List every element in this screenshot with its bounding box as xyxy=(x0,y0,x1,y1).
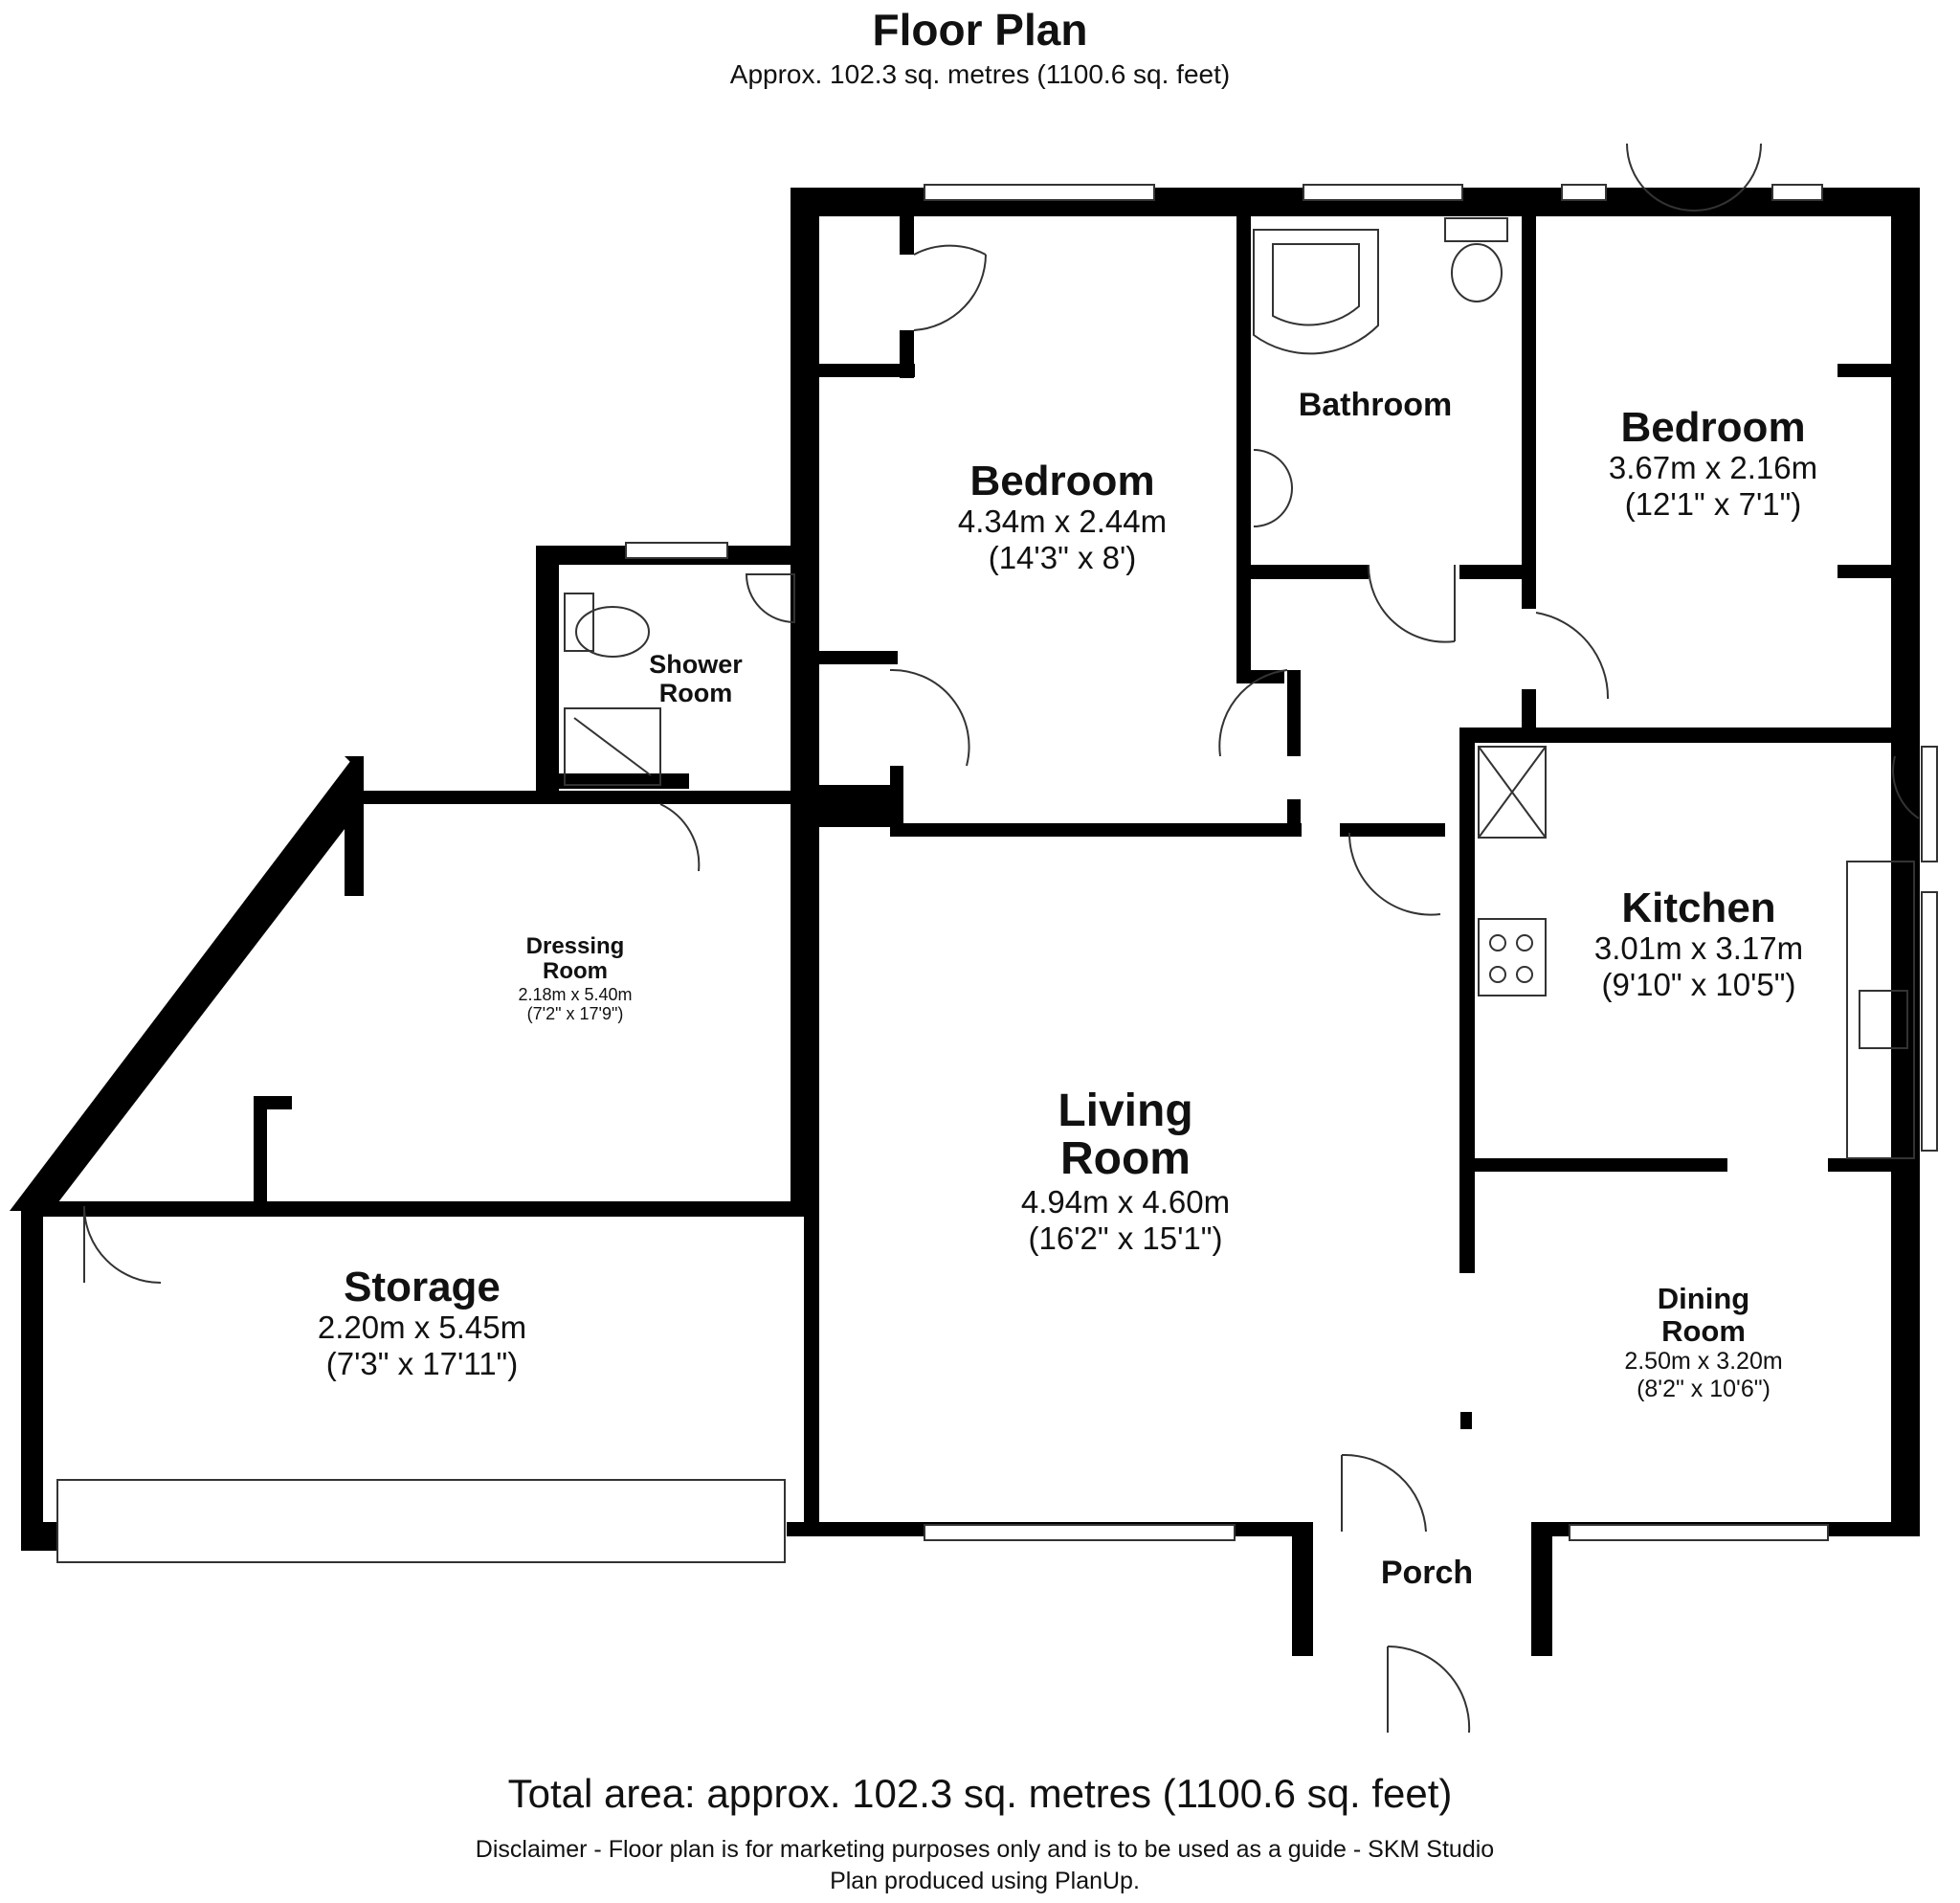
room-name: Bedroom xyxy=(1620,404,1806,451)
windows xyxy=(56,184,1938,1563)
room-name: Bedroom xyxy=(969,458,1155,504)
room-name: Kitchen xyxy=(1621,884,1776,931)
room-dimensions-imperial: (7'2" x 17'9") xyxy=(526,1004,624,1024)
room-label-bathroom: Bathroom xyxy=(1298,387,1453,423)
room-label-storage: Storage 2.20m x 5.45m (7'3" x 17'11") xyxy=(318,1265,526,1382)
room-dimensions-metric: 4.34m x 2.44m xyxy=(957,504,1168,540)
room-dimensions-imperial: (9'10" x 10'5") xyxy=(1601,967,1796,1003)
room-dimensions-metric: 2.20m x 5.45m xyxy=(317,1310,527,1346)
room-name-line-1: Dining xyxy=(1657,1282,1750,1315)
room-dimensions-metric: 4.94m x 4.60m xyxy=(1020,1183,1231,1220)
total-area: Total area: approx. 102.3 sq. metres (11… xyxy=(507,1771,1453,1816)
room-dimensions-imperial: (16'2" x 15'1") xyxy=(1028,1220,1223,1256)
room-label-dining-room: Dining Room 2.50m x 3.20m (8'2" x 10'6") xyxy=(1624,1282,1783,1403)
room-name-line-2: Room xyxy=(658,678,733,707)
room-dimensions-metric: 2.50m x 3.20m xyxy=(1624,1348,1783,1376)
disclaimer: Disclaimer - Floor plan is for marketing… xyxy=(476,1834,1494,1896)
fixtures xyxy=(564,217,1915,1159)
room-dimensions-metric: 3.67m x 2.16m xyxy=(1608,450,1818,486)
doors xyxy=(83,143,1920,1734)
room-name-line-1: Dressing xyxy=(525,933,625,959)
room-label-porch: Porch xyxy=(1380,1555,1474,1591)
room-dimensions-imperial: (14'3" x 8') xyxy=(988,540,1137,576)
room-label-living-room: Living Room 4.94m x 4.60m (16'2" x 15'1"… xyxy=(1020,1086,1231,1257)
room-label-shower-room: Shower Room xyxy=(649,650,743,707)
room-name-line-2: Room xyxy=(1661,1314,1746,1349)
room-label-bedroom-2: Bedroom 3.67m x 2.16m (12'1" x 7'1") xyxy=(1608,404,1818,523)
room-label-bedroom-1: Bedroom 4.34m x 2.44m (14'3" x 8') xyxy=(958,459,1167,576)
room-dimensions-metric: 2.18m x 5.40m xyxy=(518,984,633,1004)
room-name-line-1: Shower xyxy=(649,650,743,679)
disclaimer-line-1: Disclaimer - Floor plan is for marketing… xyxy=(475,1836,1495,1863)
room-dimensions-imperial: (7'3" x 17'11") xyxy=(325,1346,519,1382)
room-label-dressing-room: Dressing Room 2.18m x 5.40m (7'2" x 17'9… xyxy=(518,933,633,1024)
room-dimensions-imperial: (8'2" x 10'6") xyxy=(1637,1375,1771,1402)
disclaimer-line-2: Plan produced using PlanUp. xyxy=(830,1867,1140,1894)
room-name-line-2: Room xyxy=(1060,1133,1191,1185)
room-dimensions-metric: 3.01m x 3.17m xyxy=(1593,930,1804,967)
room-name-line-1: Living xyxy=(1058,1086,1193,1136)
room-label-kitchen: Kitchen 3.01m x 3.17m (9'10" x 10'5") xyxy=(1593,884,1804,1003)
room-name: Storage xyxy=(344,1264,501,1310)
room-name-line-2: Room xyxy=(543,958,608,985)
page-subtitle: Approx. 102.3 sq. metres (1100.6 sq. fee… xyxy=(729,59,1231,89)
page-title: Floor Plan xyxy=(872,5,1088,55)
room-dimensions-imperial: (12'1" x 7'1") xyxy=(1624,486,1802,523)
